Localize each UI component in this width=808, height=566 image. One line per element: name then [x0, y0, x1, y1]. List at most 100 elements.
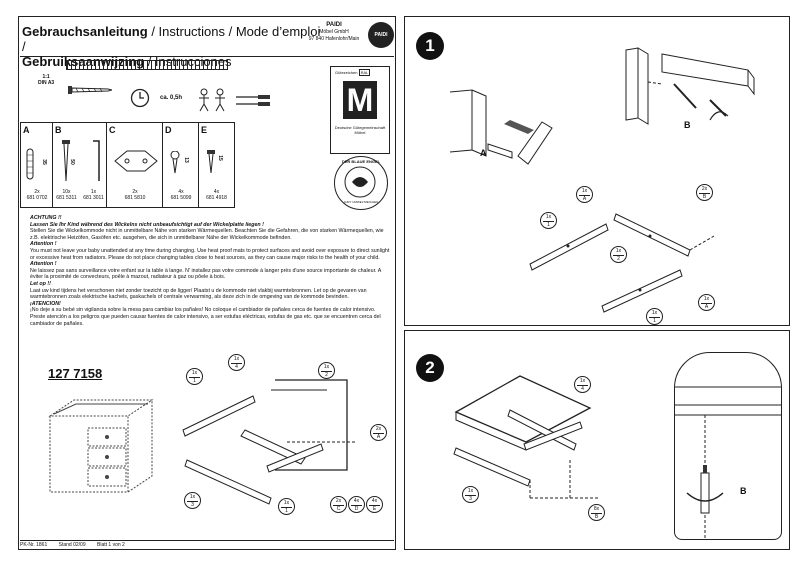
dowel-icon — [26, 148, 34, 180]
left-panel-frame — [18, 16, 396, 550]
step2-panel-frame — [404, 330, 790, 550]
part-dim: 15 — [216, 155, 223, 161]
title-line-1-bold: Gebrauchsanleitung — [22, 24, 148, 39]
part-code: 681 5099 — [170, 195, 192, 201]
warning-es: ¡ATENCION!¡No deje a su bebé sin vigilan… — [30, 300, 381, 327]
screw-icon — [68, 83, 113, 101]
pk-number: PK-Nr. 1861 — [20, 542, 48, 548]
step1-dowel-detail — [449, 47, 755, 165]
blue-angel-top: DER BLAUE ENGEL — [341, 159, 381, 164]
part-code-2: 681 3011 — [83, 195, 104, 201]
article-number: 127 7158 — [48, 366, 103, 381]
company-block: PAIDI Möbel GmbH 97 840 Hafenlohr/Main — [302, 22, 366, 43]
hex-key-icon — [93, 140, 100, 181]
part-qty: 2x — [132, 189, 138, 195]
safety-warnings: ACHTUNG !!Lassen Sie Ihr Kind während de… — [30, 215, 392, 327]
changing-table-illustration — [44, 388, 156, 501]
blue-angel-bottom: JURY UMWELTZEICHEN — [343, 200, 379, 204]
step2-label-b: B — [740, 486, 747, 496]
part-code: 681 5810 — [124, 195, 146, 201]
clock-icon — [130, 88, 150, 113]
blue-angel-badge: DER BLAUE ENGEL JURY UMWELTZEICHEN — [334, 156, 388, 210]
scale-label: 1:1 DIN A3 — [38, 74, 54, 86]
ral-label: Gütezeichen — [335, 70, 358, 75]
step2-assembly-drawing — [453, 375, 600, 499]
two-persons-icon — [196, 88, 230, 117]
warning-de: ACHTUNG !!Lassen Sie Ihr Kind während de… — [30, 215, 384, 241]
paidi-logo: PAIDI — [368, 22, 394, 48]
step1-parts-drawing — [529, 213, 715, 313]
step1-label-b: B — [684, 120, 691, 130]
step-1-number: 1 — [416, 32, 444, 60]
part-letter: E — [201, 125, 208, 135]
company-name: PAIDI — [326, 22, 342, 28]
ral-badge: Gütezeichen RAL M Deutsche Gütegemeinsch… — [330, 66, 390, 154]
bracket-icon — [114, 150, 158, 172]
scale-ruler — [66, 60, 228, 70]
part-letter: C — [109, 125, 116, 135]
left-parts-drawing — [182, 379, 355, 505]
part-dim: 35 — [40, 159, 47, 165]
step2-detail-zoom — [674, 352, 782, 540]
part-code: 681 0702 — [26, 195, 48, 201]
company-sub: Möbel GmbH — [319, 29, 349, 35]
format-value: DIN A3 — [38, 80, 55, 86]
screw-d-icon — [170, 151, 180, 174]
stand-date: Stand 02/09 — [58, 542, 86, 548]
part-dim: 50 — [68, 159, 75, 165]
step-2-number: 2 — [416, 354, 444, 382]
screw-e-icon — [207, 150, 215, 174]
step1-panel-frame — [404, 16, 790, 326]
time-label: ca. 0,5h — [160, 95, 183, 101]
warning-nl: Let op !!Laat uw kind tijdens het versch… — [30, 280, 367, 301]
step1-label-a: A — [480, 148, 487, 158]
ral-text: RAL — [358, 69, 371, 76]
part-letter: A — [23, 125, 30, 135]
document-footer: PK-Nr. 1861 Stand 02/09 Blatt 1 von 2 — [20, 540, 394, 549]
part-dim: 13 — [182, 157, 189, 163]
part-code: 681 4918 — [206, 195, 227, 201]
company-address: 97 840 Hafenlohr/Main — [308, 36, 360, 42]
tools-icon — [234, 94, 274, 113]
part-letter: D — [165, 125, 172, 135]
part-qty: 10x — [62, 189, 71, 195]
m-mark: M — [343, 81, 377, 119]
part-qty: 4x — [213, 189, 220, 195]
part-qty: 4x — [178, 189, 184, 195]
ral-caption: Deutsche Gütegemeinschaft Möbel — [334, 125, 386, 135]
screw-b-icon — [62, 140, 70, 182]
part-code: 681 5311 — [56, 195, 77, 201]
warning-en: Attention !You must not leave your baby … — [30, 241, 390, 261]
sheet-number: Blatt 1 von 2 — [97, 542, 125, 548]
part-qty: 2x — [34, 189, 40, 195]
title-line-1-rest: / Instructions / Mode d’emploi / — [22, 24, 321, 54]
scale-value: 1:1 — [42, 74, 50, 80]
warning-fr: Attention !Ne laissez pas sans surveilla… — [30, 261, 381, 281]
part-qty-2: 1x — [90, 189, 97, 195]
part-letter: B — [55, 125, 62, 135]
